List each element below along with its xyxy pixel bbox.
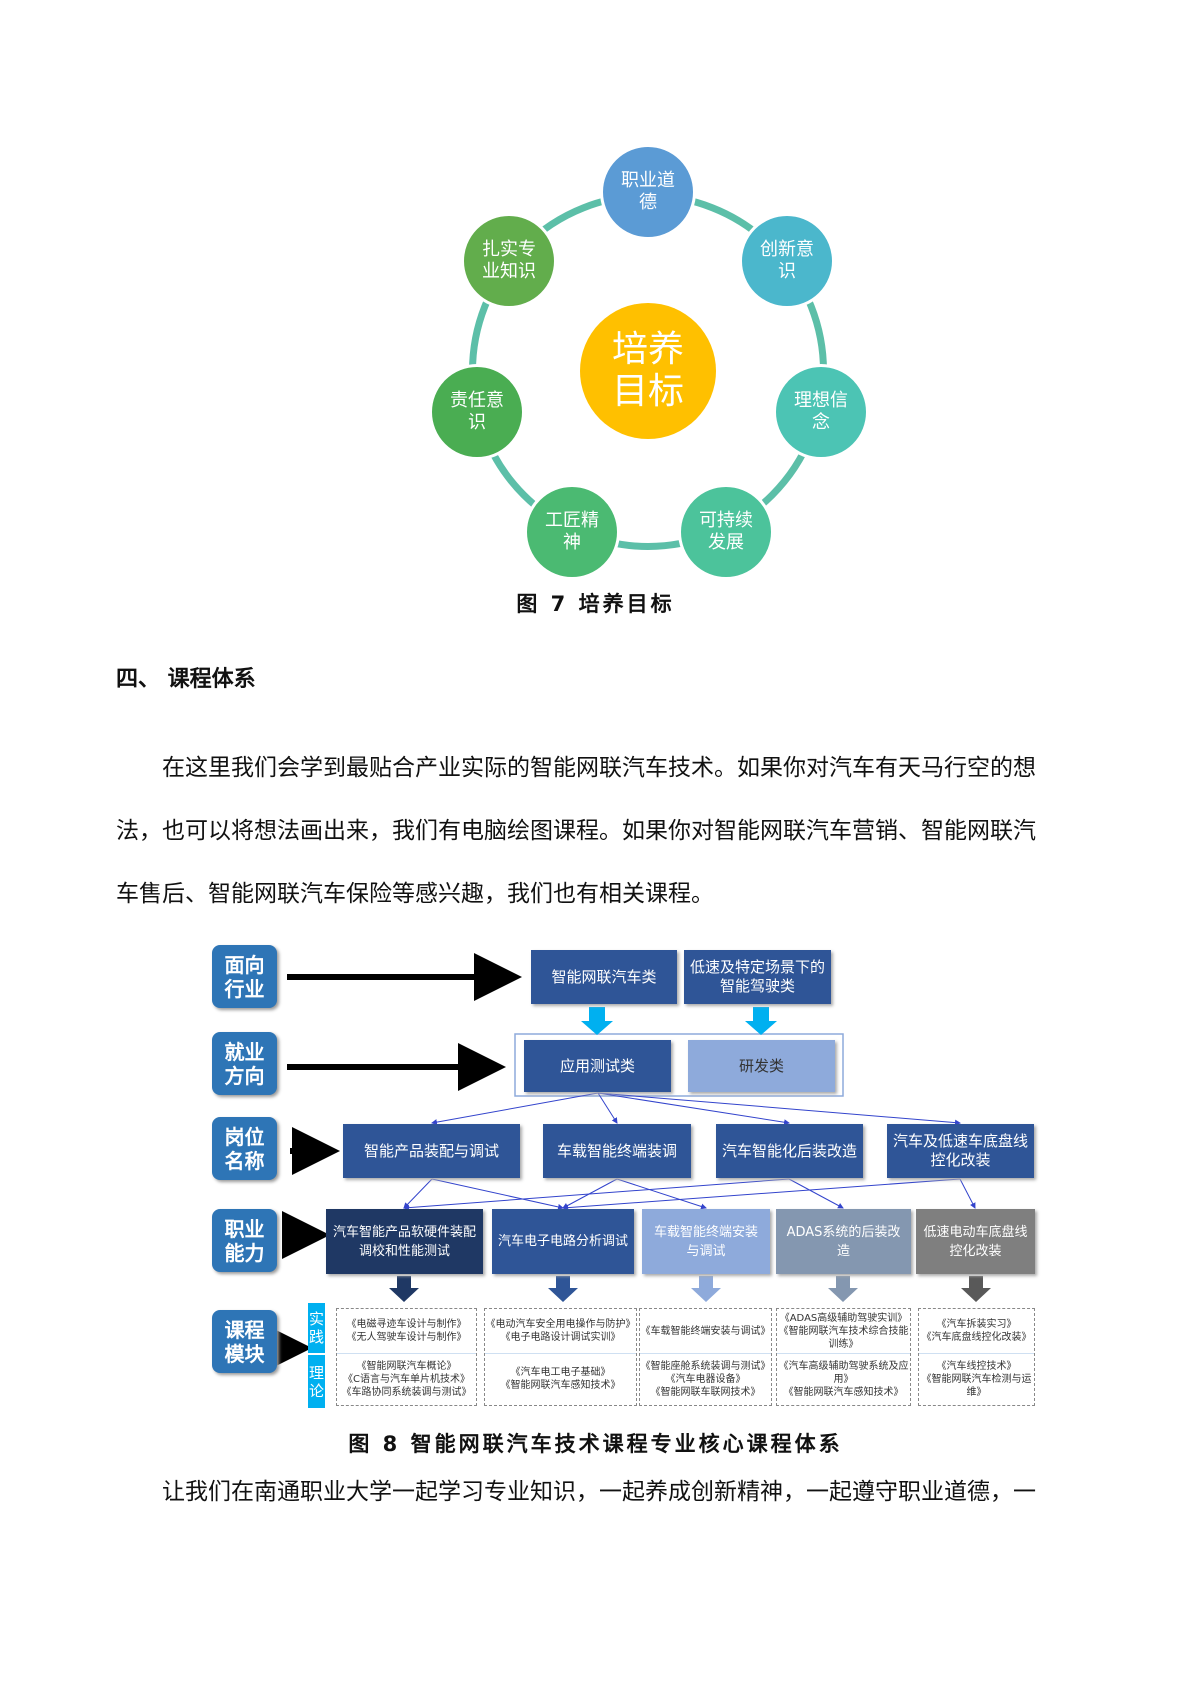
course-name: 《智能网联汽车概论》 bbox=[356, 1360, 457, 1372]
row-label-position: 岗位名称 bbox=[212, 1117, 277, 1180]
row-label-course: 课程模块 bbox=[212, 1310, 277, 1373]
course-name: 《汽车电工电子基础》 bbox=[510, 1367, 611, 1378]
goal-node: 工匠精神 bbox=[524, 484, 620, 580]
theory-courses: 《汽车高级辅助驾驶系统及应用》《智能网联汽车感知技术》 bbox=[777, 1353, 910, 1405]
closing-line: 让我们在南通职业大学一起学习专业知识，一起养成创新精神，一起遵守职业道德，一 bbox=[162, 1479, 1036, 1505]
theory-courses: 《汽车电工电子基础》《智能网联汽车感知技术》 bbox=[485, 1353, 636, 1405]
ability-box: 车载智能终端安装与调试 bbox=[642, 1209, 770, 1274]
direction-box: 研发类 bbox=[688, 1040, 835, 1092]
course-name: 《车路协同系统装调与测试》 bbox=[341, 1386, 472, 1398]
course-name: 《车载智能终端安装与调试》 bbox=[640, 1325, 771, 1337]
goal-node: 扎实专业知识 bbox=[461, 213, 557, 309]
position-box: 汽车及低速车底盘线控化改装 bbox=[887, 1124, 1034, 1178]
theory-tag: 理论 bbox=[308, 1355, 325, 1408]
practice-tag: 实践 bbox=[308, 1303, 325, 1353]
theory-courses: 《汽车线控技术》《智能网联汽车检测与运维》 bbox=[919, 1353, 1034, 1405]
course-name: 《C语言与汽车单片机技术》 bbox=[343, 1373, 470, 1385]
practice-courses: 《ADAS高级辅助驾驶实训》《智能网联汽车技术综合技能训练》 bbox=[777, 1309, 910, 1354]
position-box: 汽车智能化后装改造 bbox=[716, 1124, 863, 1178]
direction-box: 应用测试类 bbox=[524, 1040, 671, 1092]
ability-box: ADAS系统的后装改造 bbox=[776, 1209, 911, 1274]
course-module-box: 《车载智能终端安装与调试》《智能座舱系统装调与测试》《汽车电器设备》《智能网联车… bbox=[639, 1308, 772, 1406]
goal-node: 理想信念 bbox=[773, 364, 869, 460]
ability-box: 汽车智能产品软硬件装配调校和性能测试 bbox=[326, 1209, 483, 1274]
course-module-box: 《电磁寻迹车设计与制作》《无人驾驶车设计与制作》《智能网联汽车概论》《C语言与汽… bbox=[336, 1308, 477, 1406]
paragraph-line: 在这里我们会学到最贴合产业实际的智能网联汽车技术。如果你对汽车有天马行空的想 bbox=[162, 755, 1036, 781]
course-module-box: 《汽车拆装实习》《汽车底盘线控化改装》《汽车线控技术》《智能网联汽车检测与运维》 bbox=[918, 1308, 1035, 1406]
practice-courses: 《车载智能终端安装与调试》 bbox=[640, 1309, 771, 1354]
course-name: 《电动汽车安全用电操作与防护》 bbox=[485, 1319, 636, 1330]
paragraph-line: 车售后、智能网联汽车保险等感兴趣，我们也有相关课程。 bbox=[116, 881, 714, 907]
course-name: 《智能网联车联网技术》 bbox=[650, 1386, 761, 1398]
industry-box: 低速及特定场景下的智能驾驶类 bbox=[684, 950, 831, 1004]
row-label-industry: 面向行业 bbox=[212, 945, 277, 1008]
course-name: 《无人驾驶车设计与制作》 bbox=[346, 1332, 467, 1343]
course-name: 《汽车电器设备》 bbox=[665, 1373, 746, 1385]
ability-box: 低速电动车底盘线控化改装 bbox=[916, 1209, 1035, 1274]
course-module-box: 《电动汽车安全用电操作与防护》《电子电路设计调试实训》《汽车电工电子基础》《智能… bbox=[484, 1308, 637, 1406]
course-name: 《智能网联汽车技术综合技能训练》 bbox=[778, 1325, 909, 1350]
goal-node: 可持续发展 bbox=[678, 484, 774, 580]
course-name: 《智能网联汽车检测与运维》 bbox=[921, 1373, 1032, 1398]
paragraph-line: 法，也可以将想法画出来，我们有电脑绘图课程。如果你对智能网联汽车营销、智能网联汽 bbox=[116, 818, 1036, 844]
course-module-box: 《ADAS高级辅助驾驶实训》《智能网联汽车技术综合技能训练》《汽车高级辅助驾驶系… bbox=[776, 1308, 911, 1406]
course-name: 《智能座舱系统装调与测试》 bbox=[640, 1360, 771, 1372]
course-name: 《电磁寻迹车设计与制作》 bbox=[346, 1319, 467, 1330]
row-label-direction: 就业方向 bbox=[212, 1032, 277, 1095]
goal-node: 责任意识 bbox=[429, 364, 525, 460]
goal-node: 创新意识 bbox=[739, 213, 835, 309]
figure-8-caption: 图 8 智能网联汽车技术课程专业核心课程体系 bbox=[348, 1432, 843, 1456]
row-label-ability: 职业能力 bbox=[212, 1209, 277, 1272]
practice-courses: 《汽车拆装实习》《汽车底盘线控化改装》 bbox=[919, 1309, 1034, 1354]
theory-courses: 《智能网联汽车概论》《C语言与汽车单片机技术》《车路协同系统装调与测试》 bbox=[337, 1353, 476, 1405]
course-name: 《ADAS高级辅助驾驶实训》 bbox=[779, 1312, 908, 1324]
course-name: 《电子电路设计调试实训》 bbox=[500, 1332, 621, 1343]
position-box: 车载智能终端装调 bbox=[543, 1124, 691, 1178]
practice-courses: 《电磁寻迹车设计与制作》《无人驾驶车设计与制作》 bbox=[337, 1309, 476, 1354]
theory-courses: 《智能座舱系统装调与测试》《汽车电器设备》《智能网联车联网技术》 bbox=[640, 1353, 771, 1405]
course-name: 《汽车拆装实习》 bbox=[936, 1319, 1017, 1330]
course-name: 《汽车高级辅助驾驶系统及应用》 bbox=[778, 1360, 909, 1385]
course-name: 《汽车底盘线控化改装》 bbox=[921, 1332, 1032, 1343]
section-heading: 四、 课程体系 bbox=[116, 667, 256, 692]
position-box: 智能产品装配与调试 bbox=[343, 1124, 520, 1178]
course-name: 《智能网联汽车感知技术》 bbox=[783, 1386, 904, 1398]
course-name: 《汽车线控技术》 bbox=[936, 1360, 1017, 1372]
practice-courses: 《电动汽车安全用电操作与防护》《电子电路设计调试实训》 bbox=[485, 1309, 636, 1354]
industry-box: 智能网联汽车类 bbox=[531, 950, 677, 1004]
figure-7-caption: 图 7 培养目标 bbox=[516, 592, 675, 616]
goal-node: 职业道德 bbox=[600, 144, 696, 240]
goal-center: 培养目标 bbox=[580, 303, 716, 439]
ability-box: 汽车电子电路分析调试 bbox=[492, 1209, 634, 1274]
course-name: 《智能网联汽车感知技术》 bbox=[500, 1380, 621, 1391]
